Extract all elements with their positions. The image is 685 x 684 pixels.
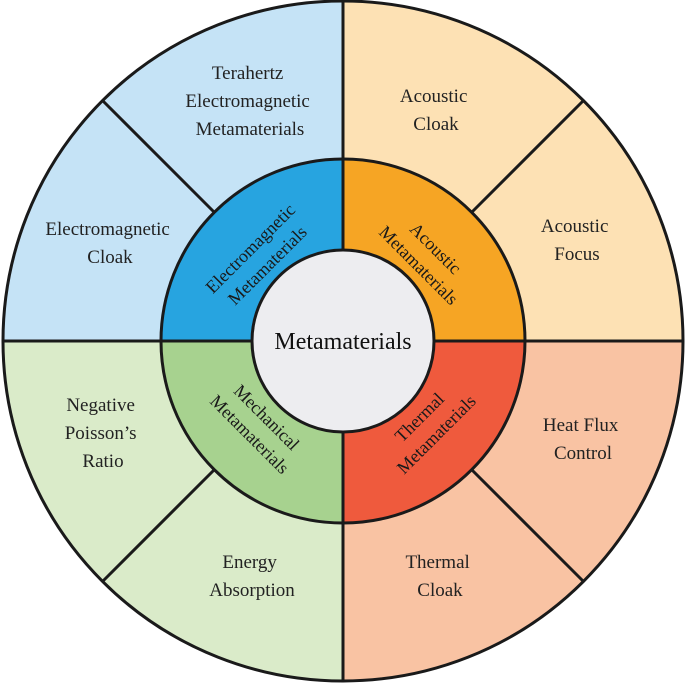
application-acoustic-cloak: Acoustic Cloak: [400, 86, 472, 135]
inner-ring-border: [159, 157, 527, 525]
application-terahertz-electromagnetic-metamaterials: Terahertz Electromagnetic Metamaterials: [185, 63, 314, 140]
diagonal-divider-top-left: [100, 98, 216, 214]
center-circle: [250, 248, 436, 434]
application-energy-absorption: Energy Absorption: [209, 552, 295, 601]
center-label: Metamaterials: [274, 329, 411, 355]
application-electromagnetic-cloak: Electromagnetic Cloak: [45, 219, 174, 268]
application-negative-poissons-ratio: Negative Poisson’s Ratio: [65, 395, 142, 472]
application-acoustic-focus: Acoustic Focus: [541, 216, 613, 265]
application-heat-flux-control: Heat Flux Control: [543, 415, 623, 464]
application-thermal-cloak: Thermal Cloak: [405, 552, 474, 601]
diagonal-divider-bottom-left: [100, 468, 216, 584]
diagonal-divider-top-right: [470, 98, 586, 214]
diagonal-divider-bottom-right: [470, 468, 586, 584]
